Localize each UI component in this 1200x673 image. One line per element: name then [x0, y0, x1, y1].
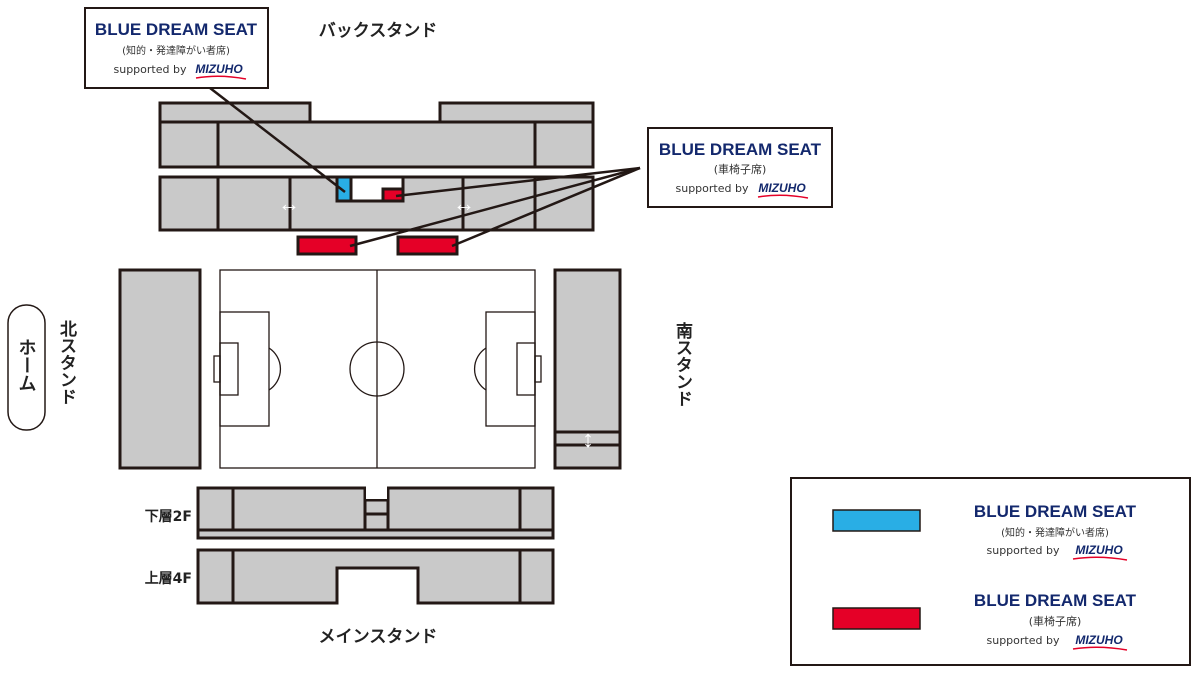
mizuho-logo: MIZUHO — [195, 62, 243, 76]
north-stand-label: 北スタンド — [56, 320, 77, 405]
svg-text:BLUE DREAM SEAT: BLUE DREAM SEAT — [974, 591, 1137, 610]
mizuho-logo: MIZUHO — [758, 181, 806, 195]
back-stand: ↔ ↔ — [158, 101, 595, 232]
legend: BLUE DREAM SEAT (知的・発達障がい者席) supported b… — [790, 477, 1191, 666]
double-arrow-icon: ↔ — [453, 191, 475, 216]
svg-text:supported by: supported by — [987, 544, 1060, 557]
callout-red: BLUE DREAM SEAT (車椅子席) supported by MIZU… — [647, 127, 833, 208]
leader-lines — [209, 87, 641, 248]
mizuho-logo: MIZUHO — [1075, 543, 1123, 557]
svg-text:(車椅子席): (車椅子席) — [714, 162, 767, 176]
red-seat-area[interactable] — [296, 235, 358, 256]
svg-text:BLUE DREAM SEAT: BLUE DREAM SEAT — [974, 502, 1137, 521]
blue-seat-area[interactable] — [335, 175, 353, 203]
red-seat-area[interactable] — [396, 235, 459, 256]
svg-text:BLUE DREAM SEAT: BLUE DREAM SEAT — [95, 20, 258, 39]
upper-level-label: 上層4F — [145, 571, 192, 587]
svg-text:BLUE DREAM SEAT: BLUE DREAM SEAT — [659, 140, 822, 159]
mizuho-logo: MIZUHO — [1075, 633, 1123, 647]
double-arrow-icon: ↔ — [278, 191, 300, 216]
svg-text:supported by: supported by — [987, 634, 1060, 647]
vertical-arrow-icon: ↕ — [582, 426, 594, 453]
main-stand-label: メインスタンド — [319, 627, 438, 647]
south-stand-label: 南スタンド — [672, 321, 693, 407]
back-stand-label: バックスタンド — [319, 21, 438, 41]
svg-text:(知的・発達障がい者席): (知的・発達障がい者席) — [1001, 526, 1109, 539]
svg-text:supported by: supported by — [676, 182, 749, 195]
pitch — [213, 269, 542, 469]
legend-swatch-red — [832, 607, 921, 630]
north-stand — [118, 268, 202, 470]
svg-text:supported by: supported by — [114, 63, 187, 76]
lower-level-label: 下層2F — [145, 509, 192, 525]
callout-blue: BLUE DREAM SEAT (知的・発達障がい者席) supported b… — [84, 7, 269, 89]
south-stand: ↕ — [553, 268, 622, 470]
svg-text:(知的・発達障がい者席): (知的・発達障がい者席) — [122, 44, 230, 57]
svg-text:(車椅子席): (車椅子席) — [1029, 614, 1082, 628]
home-badge — [7, 304, 46, 431]
home-label: ホーム — [16, 338, 37, 392]
main-stand-upper — [196, 548, 555, 605]
main-stand-lower — [196, 486, 555, 540]
legend-swatch-blue — [832, 509, 921, 532]
